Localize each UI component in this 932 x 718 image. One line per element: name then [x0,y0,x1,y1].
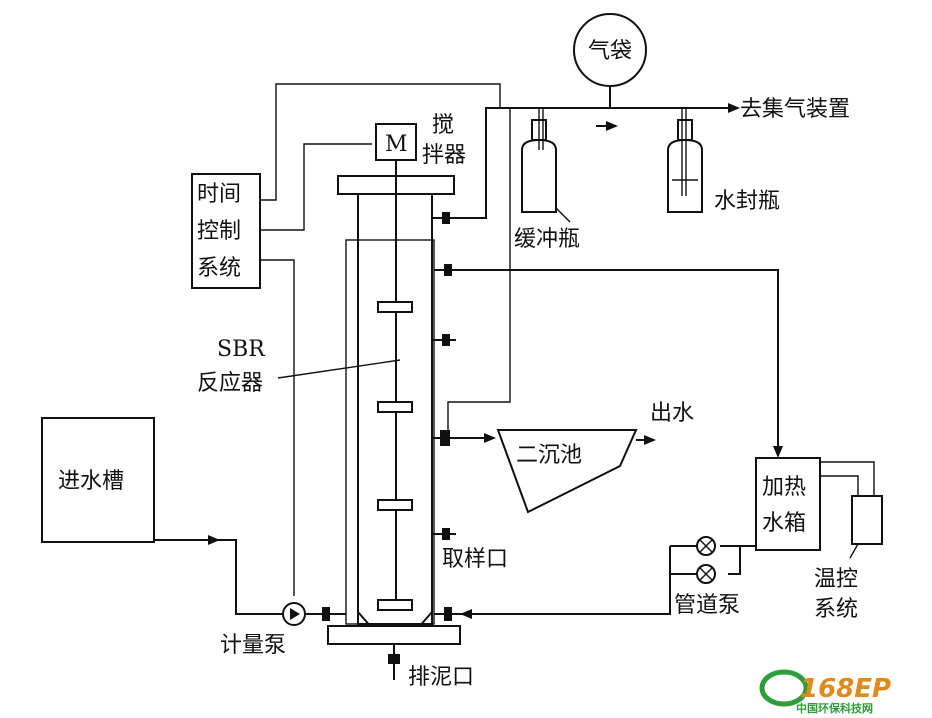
secondary-clarifier-label: 二沉池 [516,443,582,468]
jacket-return-pipe [462,269,779,444]
buffer-bottle [521,108,557,213]
feed-valve [322,607,330,621]
temp-control-label-2: 系统 [814,597,858,622]
temp-control-wire-1 [820,461,875,496]
buffer-bottle-label: 缓冲瓶 [514,227,580,252]
watermark-logo: 168EP 中国环保科技网 [759,669,891,715]
water-seal-bottle-label: 水封瓶 [714,189,780,214]
temp-control-label-1: 温控 [814,567,858,592]
inlet-tank-label: 进水槽 [58,469,124,494]
buffer-bottle-leader [555,207,571,223]
inlet-pipe [154,539,282,615]
metering-pump-label: 计量泵 [220,633,286,658]
pump-line-right [728,545,756,575]
valve-top [432,212,460,224]
watermark-site-text: 中国环保科技网 [796,701,873,715]
jacket-inlet-valve [434,607,462,621]
time-control-label-1: 时间 [197,182,241,207]
reactor-base [327,625,461,645]
motor-label: M [385,132,408,157]
heating-tank-box [755,457,821,551]
valve-jacket-outlet [434,264,462,276]
stirrer-label-bottom: 拌器 [422,143,466,168]
pipeline-pump-2 [696,564,716,584]
effluent-label: 出水 [650,401,694,426]
pipeline-pump-1 [696,536,716,556]
vent-link [447,108,511,430]
water-seal-bottle [667,108,703,213]
to-gas-collector-label: 去集气装置 [740,97,850,122]
sludge-outlet-valve [388,654,400,664]
pipeline-pump-label: 管道泵 [674,593,740,618]
sludge-outlet-label: 排泥口 [408,665,474,690]
time-control-label-2: 控制 [197,219,241,244]
effluent-valve [432,430,456,446]
wire-to-gas-line [260,83,501,201]
sampling-valve-2 [432,528,456,540]
sbr-label-2: 反应器 [197,371,263,396]
sampling-valve-1 [432,334,456,346]
inlet-tank [41,417,155,543]
wire-to-motor [260,143,372,231]
wire-to-metering-pump [260,259,295,596]
sbr-leader-line [277,359,401,379]
secondary-clarifier [496,429,638,514]
heating-tank-label-2: 水箱 [762,511,806,536]
stirrer-label-top: 搅 [432,113,454,138]
reactor-water-jacket [345,239,435,625]
sbr-label-1: SBR [217,337,266,362]
watermark-logo-text: 168EP [800,674,891,704]
metering-pump [282,602,306,626]
time-control-label-3: 系统 [197,256,241,281]
heating-tank-label-1: 加热 [762,475,806,500]
gas-bag-label: 气袋 [588,39,632,64]
stirrer-paddle-1 [377,301,413,313]
temp-control-leader [849,543,859,559]
temp-control-wire-2 [820,475,859,496]
gas-pipe [460,107,712,219]
jacket-supply-pipe [470,546,671,615]
temp-control-box [851,495,883,545]
stirrer-paddle-4 [377,599,413,611]
sampling-port-label: 取样口 [442,547,508,572]
motor-box [375,123,417,161]
time-control-box [191,173,261,289]
stirrer-paddle-3 [377,499,413,511]
stirrer-paddle-2 [377,401,413,413]
